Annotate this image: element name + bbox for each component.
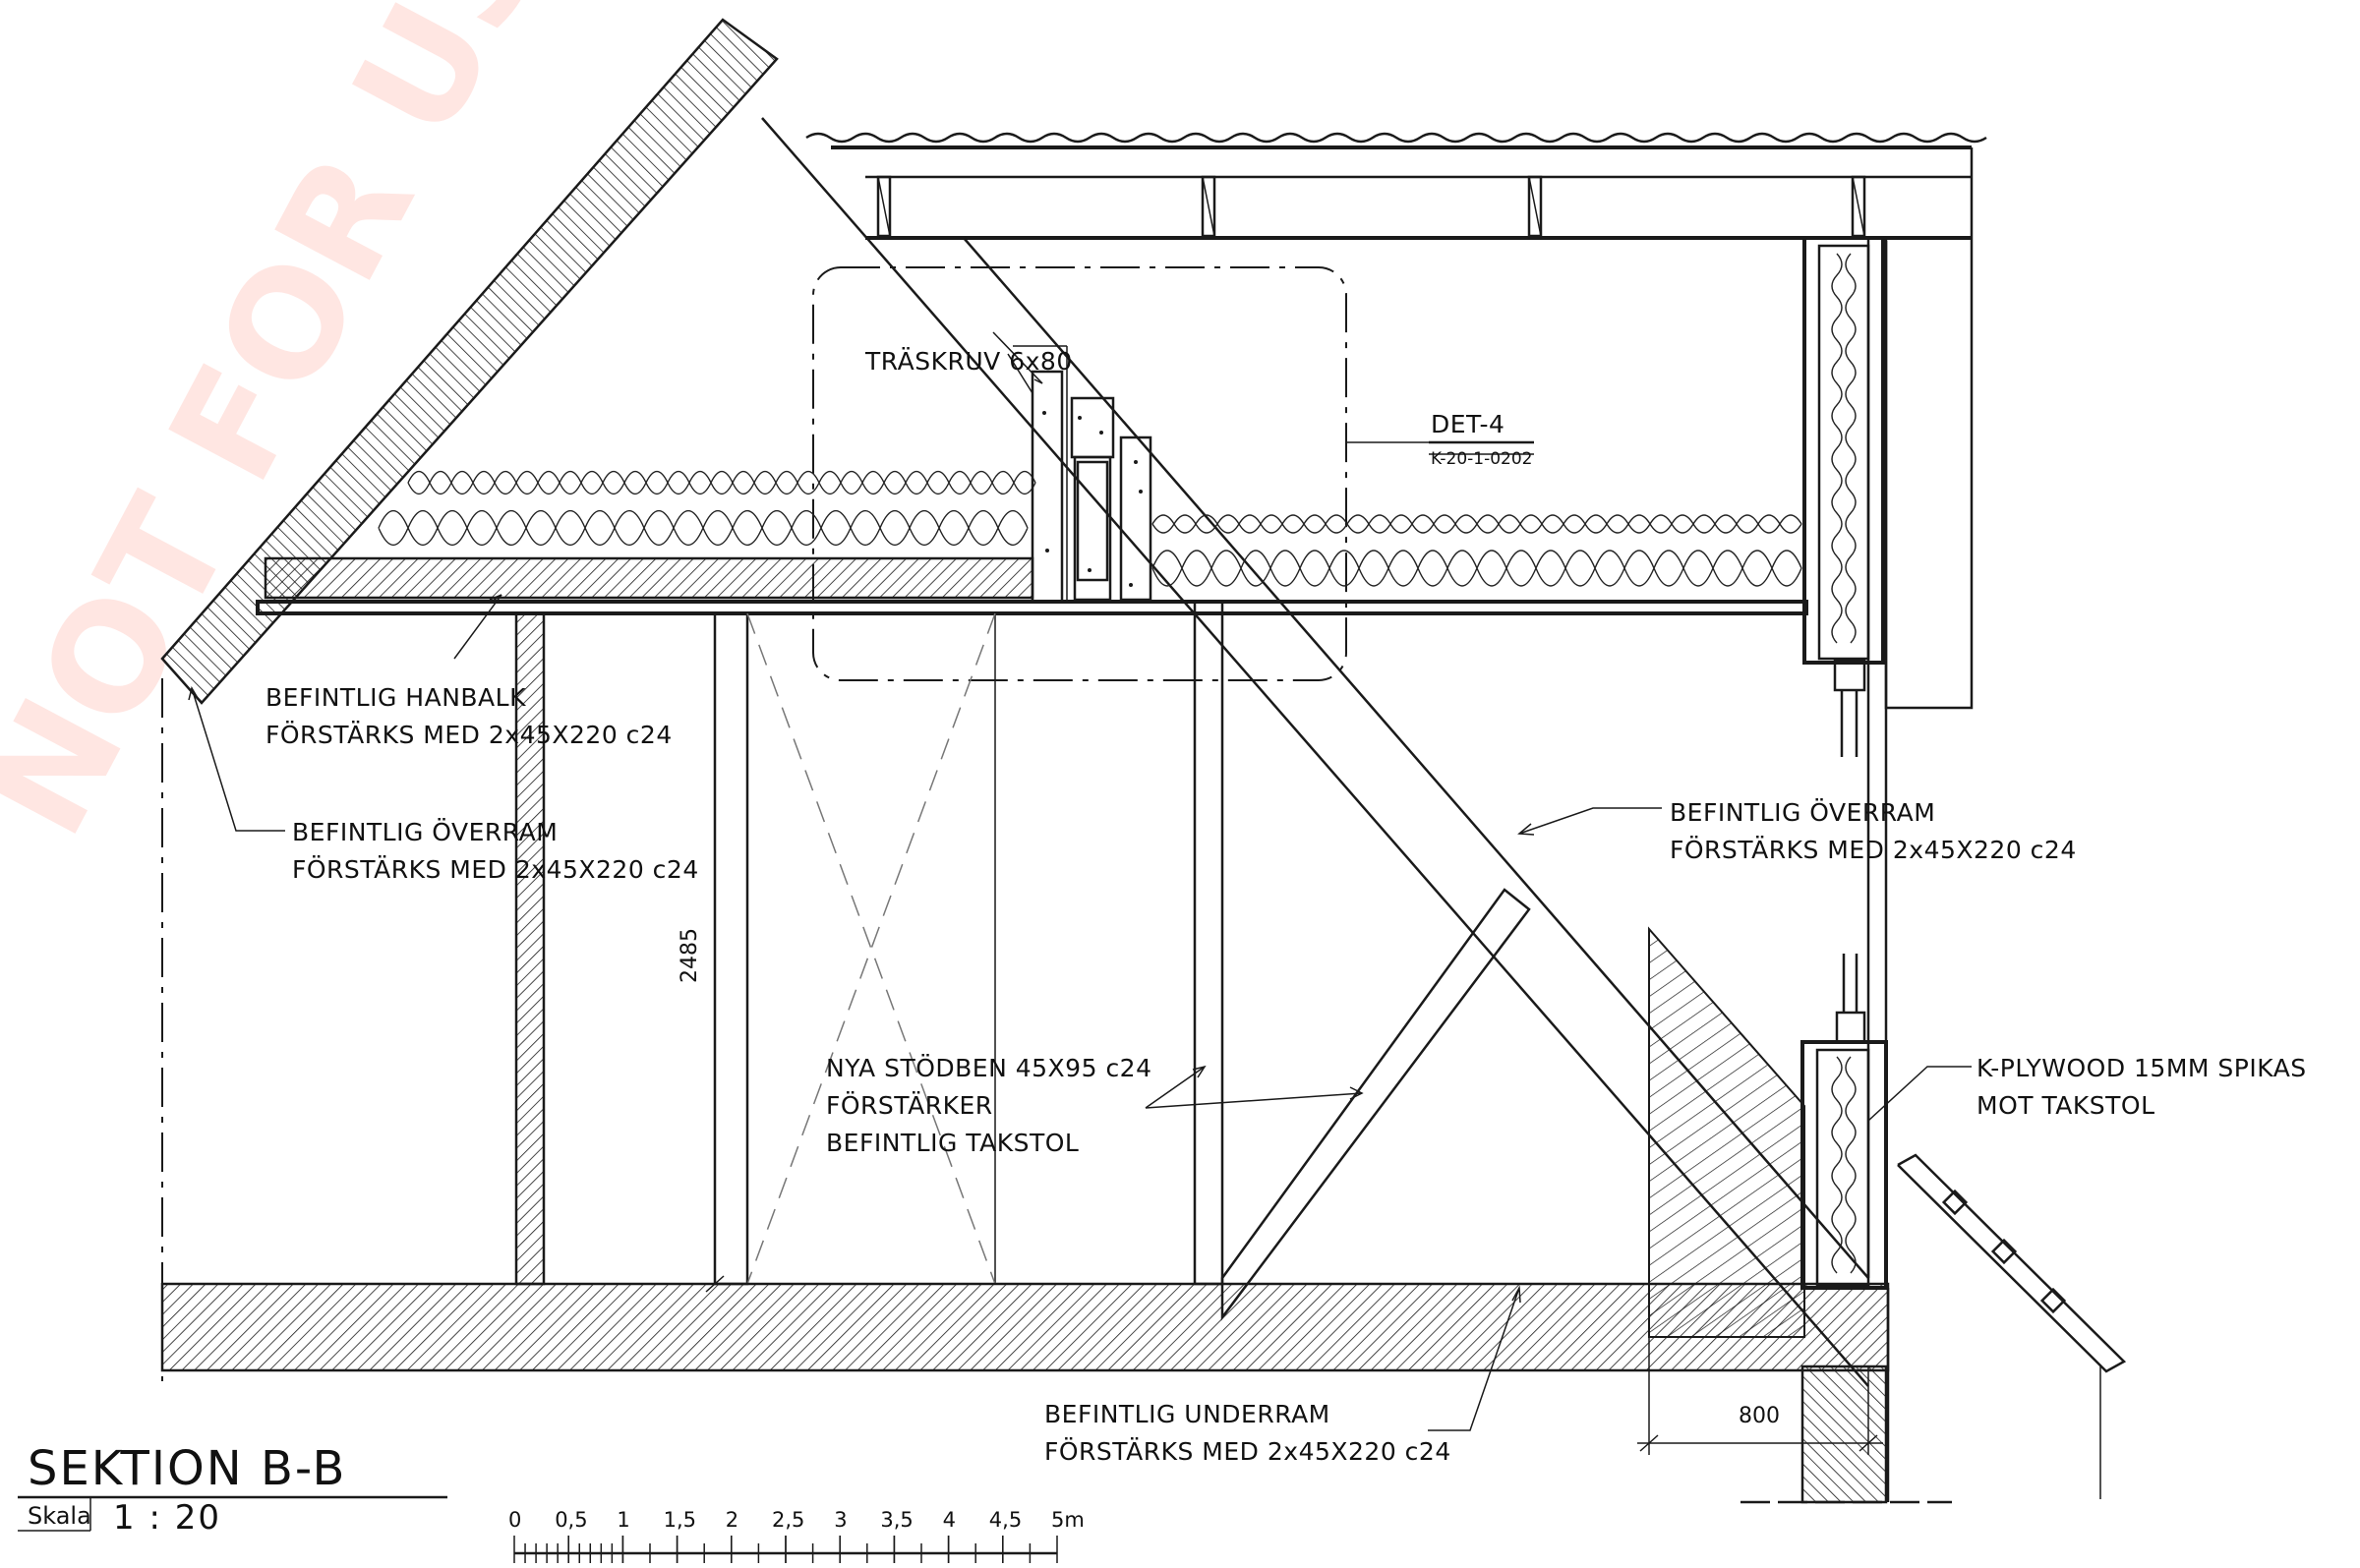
plywood-label-1: K-PLYWOOD 15MM SPIKAS: [1976, 1054, 2307, 1082]
scale-tick-label: 3: [834, 1508, 847, 1532]
scale-tick-label: 3,5: [880, 1508, 913, 1532]
insulation-left: [378, 470, 1036, 547]
insulation-row: [1151, 550, 1802, 587]
lower-frame-label-1: BEFINTLIG UNDERRAM: [1044, 1400, 1330, 1428]
screw-label: TRÄSKRUV 6x80: [864, 347, 1073, 376]
scale-bar: 0 0,5 1 1,5 2 2,5 3 3,5 4 4,5 5m: [508, 1508, 1085, 1563]
annotation-texts: TRÄSKRUV 6x80 BEFINTLIG HANBALK FÖRSTÄRK…: [266, 347, 2307, 1466]
height-dimension-label: 2485: [678, 928, 702, 983]
scale-tick-label: 2: [726, 1508, 738, 1532]
insulation-row: [1151, 514, 1802, 534]
insulation-row: [407, 470, 1036, 495]
width-dimension-label: 800: [1739, 1404, 1780, 1428]
lower-frame-label-2: FÖRSTÄRKS MED 2x45X220 c24: [1044, 1437, 1451, 1466]
bottom-chord: [160, 1282, 1890, 1372]
right-wall-lower: [1648, 926, 1952, 1504]
detail-label: DET-4: [1431, 410, 1504, 438]
upper-frame-left-label-2: FÖRSTÄRKS MED 2x45X220 c24: [292, 855, 699, 884]
plywood-label-2: MOT TAKSTOL: [1976, 1091, 2155, 1120]
leader-lines: [188, 353, 1972, 1431]
title-block: SEKTION B-B Skala 1 : 20: [18, 1441, 447, 1538]
scale-tick-label: 0: [508, 1508, 521, 1532]
upper-frame-right-label-2: FÖRSTÄRKS MED 2x45X220 c24: [1670, 836, 2077, 864]
upper-frame-right-label-1: BEFINTLIG ÖVERRAM: [1670, 798, 1935, 827]
dimension-width: 800: [1637, 1337, 1883, 1455]
detail-code: K-20-1-0202: [1431, 449, 1532, 469]
collar-beam-label-2: FÖRSTÄRKS MED 2x45X220 c24: [266, 721, 673, 749]
scale-tick-label: 0,5: [555, 1508, 587, 1532]
fastening-blocks: [992, 331, 1152, 604]
scale-tick-label: 5m: [1051, 1508, 1085, 1532]
insulation-row: [378, 509, 1029, 547]
detail-box: DET-4 K-20-1-0202: [812, 266, 1534, 681]
drawing-title: SEKTION B-B: [28, 1441, 346, 1496]
right-roof: [805, 132, 1987, 241]
scale-tick-label: 4: [943, 1508, 956, 1532]
scale-value: 1 : 20: [113, 1498, 221, 1538]
scale-tick-label: 4,5: [989, 1508, 1022, 1532]
left-rafter: [160, 18, 779, 705]
collar-beam-label-1: BEFINTLIG HANBALK: [266, 683, 526, 712]
scale-tick-label: 1,5: [664, 1508, 696, 1532]
new-legs-label-2: FÖRSTÄRKER: [826, 1091, 993, 1120]
new-legs-label-3: BEFINTLIG TAKSTOL: [826, 1129, 1079, 1157]
right-wall-upper: [1802, 236, 1974, 1278]
roof-tiles: [1897, 1153, 2127, 1499]
insulation-right: [1151, 514, 1802, 587]
scale-label: Skala: [28, 1502, 91, 1530]
scale-tick-label: 2,5: [772, 1508, 804, 1532]
upper-frame-left-label-1: BEFINTLIG ÖVERRAM: [292, 818, 558, 846]
dimension-height: 2485: [678, 613, 725, 1293]
vertical-members: [514, 600, 1224, 1286]
new-legs-label-1: NYA STÖDBEN 45X95 c24: [826, 1054, 1152, 1082]
diagonal-brace: [1220, 888, 1531, 1321]
scale-tick-label: 1: [617, 1508, 629, 1532]
